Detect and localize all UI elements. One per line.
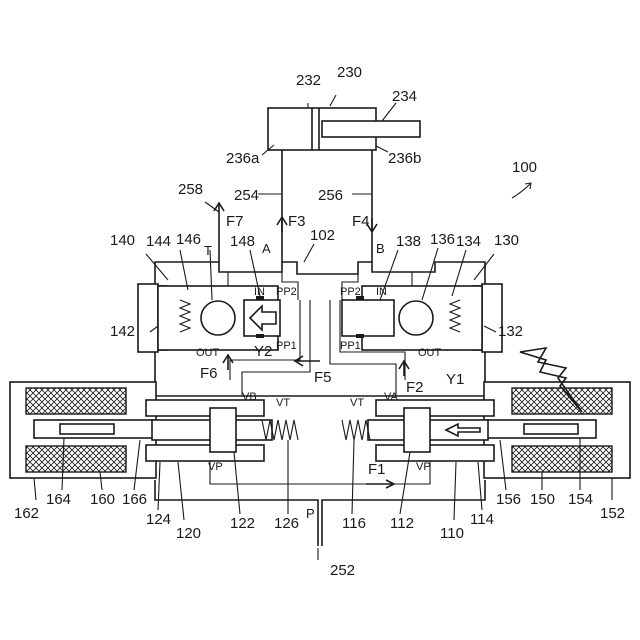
label-230: 230 <box>337 64 362 81</box>
tag-pp1-left: PP1 <box>276 340 297 352</box>
label-114: 114 <box>470 511 494 528</box>
label-152: 152 <box>600 505 625 522</box>
label-256: 256 <box>318 187 343 204</box>
flow-f4: F4 <box>352 213 370 230</box>
flow-f5: F5 <box>314 369 332 386</box>
label-146: 146 <box>176 231 201 248</box>
pump-supply-line <box>155 461 485 546</box>
tag-va: VA <box>384 391 399 403</box>
tag-vp-left: VP <box>208 461 223 473</box>
port-letters: T A B P <box>204 241 385 521</box>
tag-in-right: IN <box>376 286 387 298</box>
port-t: T <box>204 243 212 258</box>
label-258: 258 <box>178 181 203 198</box>
flow-f3: F3 <box>288 213 306 230</box>
cylinder-lines <box>282 150 372 262</box>
flow-f2: F2 <box>406 379 424 396</box>
label-122: 122 <box>230 515 255 532</box>
label-166: 166 <box>122 491 147 508</box>
label-236b: 236b <box>388 150 421 167</box>
label-156: 156 <box>496 491 521 508</box>
label-154: 154 <box>568 491 593 508</box>
flow-f6: F6 <box>200 365 218 382</box>
port-b: B <box>376 241 385 256</box>
label-162: 162 <box>14 505 39 522</box>
tag-vt-right: VT <box>350 397 364 409</box>
label-112: 112 <box>390 515 414 532</box>
label-148: 148 <box>230 233 255 250</box>
tag-pp2-right: PP2 <box>340 286 361 298</box>
label-134: 134 <box>456 233 481 250</box>
spool-valve-right <box>342 400 494 461</box>
label-132: 132 <box>498 323 523 340</box>
tag-vb: VB <box>242 391 257 403</box>
tag-out-right: OUT <box>418 347 442 359</box>
label-236a: 236a <box>226 150 260 167</box>
label-232: 232 <box>296 72 321 89</box>
hydraulic-cylinder <box>268 103 420 150</box>
label-140: 140 <box>110 232 135 249</box>
label-116: 116 <box>342 515 366 532</box>
tag-vp-right: VP <box>416 461 431 473</box>
label-160: 160 <box>90 491 115 508</box>
tag-in-left: IN <box>254 286 265 298</box>
label-102: 102 <box>310 227 335 244</box>
label-254: 254 <box>234 187 259 204</box>
label-100: 100 <box>512 159 537 176</box>
label-150: 150 <box>530 491 555 508</box>
spool-valve-left <box>146 400 298 461</box>
label-252: 252 <box>330 562 355 579</box>
label-120: 120 <box>176 525 201 542</box>
tag-y1: Y1 <box>446 371 464 388</box>
port-a: A <box>262 241 271 256</box>
label-136: 136 <box>430 231 455 248</box>
tag-y2: Y2 <box>254 343 272 360</box>
label-142: 142 <box>110 323 135 340</box>
label-124: 124 <box>146 511 171 528</box>
label-126: 126 <box>274 515 299 532</box>
label-138: 138 <box>396 233 421 250</box>
check-valve-right <box>342 286 482 350</box>
label-110: 110 <box>440 525 464 542</box>
label-164: 164 <box>46 491 71 508</box>
tag-pp2-left: PP2 <box>276 286 297 298</box>
tag-pp1-right: PP1 <box>340 340 361 352</box>
label-234: 234 <box>392 88 417 105</box>
solenoid-left <box>10 382 156 478</box>
label-144: 144 <box>146 233 171 250</box>
tag-vt-left: VT <box>276 397 290 409</box>
flow-f1: F1 <box>368 461 386 478</box>
flow-f7: F7 <box>226 213 244 230</box>
port-p: P <box>306 506 315 521</box>
label-130: 130 <box>494 232 519 249</box>
tag-out-left: OUT <box>196 347 220 359</box>
solenoid-right <box>484 348 630 478</box>
